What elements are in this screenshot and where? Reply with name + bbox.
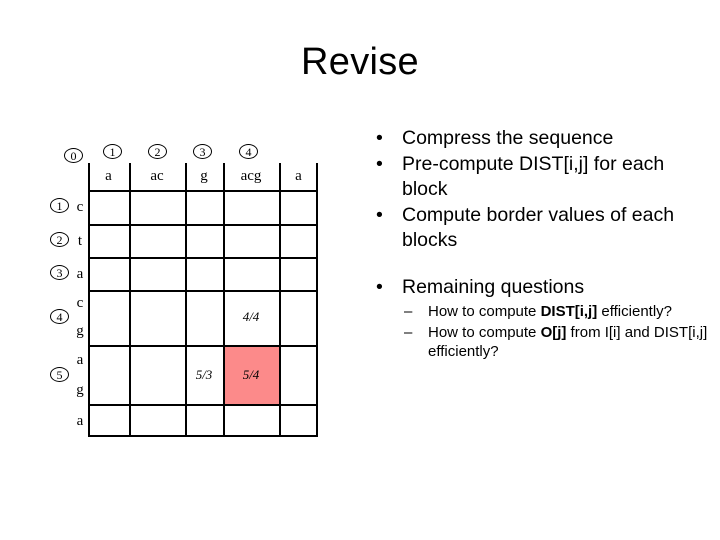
bullet-item-2: • Pre-compute DIST[i,j] for each block [360, 152, 710, 202]
row-label-a-1: a [76, 266, 84, 282]
row-index-circle-3: 3 [50, 265, 69, 280]
grid-vrule-2 [185, 192, 187, 435]
cell-value-5-3: 5/3 [195, 367, 213, 382]
highlighted-cell-5-4[interactable] [223, 345, 279, 404]
sub-bullet-text-2-post: from I[i] and DIST[i,j] efficiently? [428, 324, 708, 360]
grid-hrule-4 [90, 345, 316, 347]
column-index-circle-1: 1 [103, 144, 122, 159]
cell-value-4-4: 4/4 [242, 309, 260, 324]
bullet-item-4: • Remaining questions [360, 275, 710, 300]
grid-vrule-4 [279, 192, 281, 435]
row-label-a-2: a [76, 352, 84, 368]
sub-bullet-item-1: – How to compute DIST[i,j] efficiently? [360, 302, 710, 321]
bullet-marker-icon: • [376, 204, 383, 226]
sub-bullet-text-1-pre: How to compute [428, 303, 541, 320]
page-title: Revise [301, 41, 419, 83]
row-index-circle-5: 5 [50, 367, 69, 382]
column-index-circle-2: 2 [148, 144, 167, 159]
row-index-circle-2: 2 [50, 232, 69, 247]
column-header-1: a [105, 168, 112, 184]
header-tick-5 [316, 163, 318, 190]
row-label-t: t [77, 233, 83, 249]
column-header-5: a [295, 168, 302, 184]
bullet-marker-icon: • [376, 276, 383, 298]
row-label-c-1: c [76, 199, 84, 215]
column-index-circle-3: 3 [193, 144, 212, 159]
bullet-marker-icon: • [376, 153, 383, 175]
bullet-text-1: Compress the sequence [402, 127, 614, 149]
header-tick-4 [279, 163, 281, 190]
header-tick-1 [129, 163, 131, 190]
corner-index-circle: 0 [64, 148, 83, 163]
header-tick-0 [88, 163, 90, 190]
column-index-circle-4: 4 [239, 144, 258, 159]
sub-bullet-text-1-post: efficiently? [597, 303, 672, 320]
row-label-g-1: g [76, 323, 84, 339]
sub-bullet-text-2-pre: How to compute [428, 324, 541, 341]
row-index-circle-4: 4 [50, 309, 69, 324]
dash-marker-icon: – [404, 303, 413, 320]
grid-hrule-1 [90, 224, 316, 226]
bullet-text-2: Pre-compute DIST[i,j] for each block [402, 153, 665, 200]
sub-bullet-text-1-bold: DIST[i,j] [540, 303, 598, 320]
cell-value-5-4: 5/4 [242, 367, 260, 382]
grid-hrule-3 [90, 290, 316, 292]
bullet-text-3: Compute border values of each blocks [402, 204, 675, 251]
row-label-c-2: c [76, 295, 84, 311]
column-header-3: g [200, 168, 208, 184]
matrix-grid: 4/4 5/3 5/4 [88, 190, 318, 437]
sub-bullet-text-2-bold: O[j] [540, 324, 567, 341]
bullet-marker-icon: • [376, 127, 383, 149]
column-header-4: acg [240, 168, 262, 184]
grid-vrule-3 [223, 192, 225, 435]
header-tick-3 [223, 163, 225, 190]
grid-hrule-5 [90, 404, 316, 406]
row-label-a-3: a [76, 413, 84, 429]
bullet-list: • Compress the sequence • Pre-compute DI… [360, 126, 710, 361]
bullet-item-3: • Compute border values of each blocks [360, 203, 710, 253]
row-index-circle-1: 1 [50, 198, 69, 213]
grid-hrule-2 [90, 257, 316, 259]
bullet-item-1: • Compress the sequence [360, 126, 710, 151]
bullet-group-remaining-questions: • Remaining questions – How to compute D… [360, 275, 710, 361]
header-tick-2 [185, 163, 187, 190]
column-header-2: ac [150, 168, 164, 184]
dash-marker-icon: – [404, 324, 413, 341]
bullet-text-4: Remaining questions [402, 276, 585, 298]
grid-vrule-1 [129, 192, 131, 435]
dist-matrix-diagram: 0 1 2 3 4 a ac g acg a 1 2 3 4 5 c t a c… [0, 0, 350, 540]
sub-bullet-item-2: – How to compute O[j] from I[i] and DIST… [360, 323, 710, 361]
row-label-g-2: g [76, 382, 84, 398]
